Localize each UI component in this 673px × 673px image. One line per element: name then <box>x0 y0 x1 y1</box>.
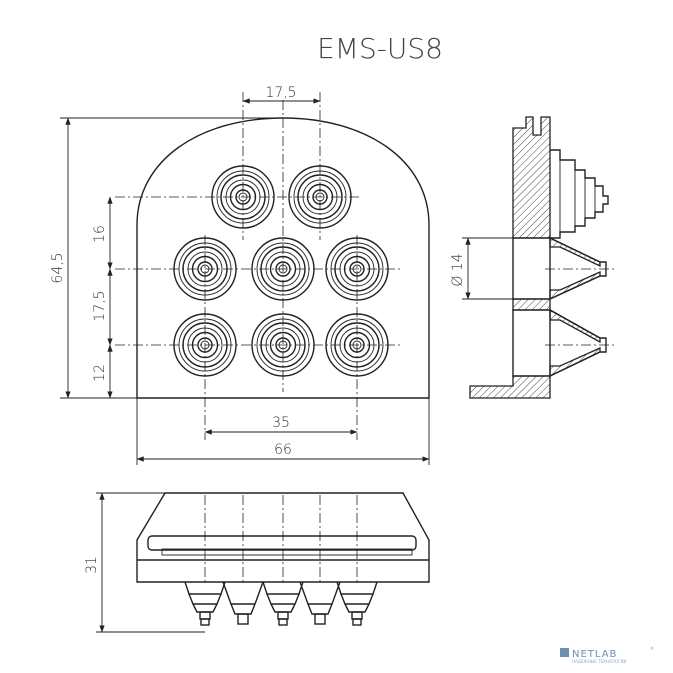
dim-hole-diameter: Ø 14 <box>450 253 466 286</box>
side-body-section <box>512 116 551 239</box>
dim-height-total: 64,5 <box>50 252 66 283</box>
dim-v-middle: 17,5 <box>92 290 108 321</box>
bottom-cone <box>262 581 304 626</box>
drawing-title: EMS-US8 <box>317 32 443 65</box>
front-dimensions: 17,5 64,5 16 17,5 12 35 66 <box>50 85 430 465</box>
front-view <box>115 92 430 440</box>
bottom-cone <box>336 581 378 626</box>
bottom-view: 31 <box>84 492 430 633</box>
side-section-view: Ø 14 <box>450 116 615 399</box>
dim-span-inner: 35 <box>272 415 290 431</box>
dim-width-total: 66 <box>274 442 292 458</box>
dim-depth: 31 <box>84 556 100 574</box>
dim-top-spacing: 17,5 <box>265 85 296 101</box>
dim-v-upper: 16 <box>92 225 108 243</box>
bottom-cone <box>222 581 264 625</box>
logo-text: NETLAB <box>572 649 617 660</box>
netlab-logo: NETLAB ® НАДЕЖНЫЕ ТЕХНОЛОГИИ <box>560 646 654 664</box>
dim-v-lower: 12 <box>92 364 108 382</box>
bottom-cone <box>299 581 341 625</box>
logo-mark: ® <box>650 646 654 651</box>
bottom-cone <box>184 581 226 626</box>
logo-subtitle: НАДЕЖНЫЕ ТЕХНОЛОГИИ <box>572 659 627 664</box>
